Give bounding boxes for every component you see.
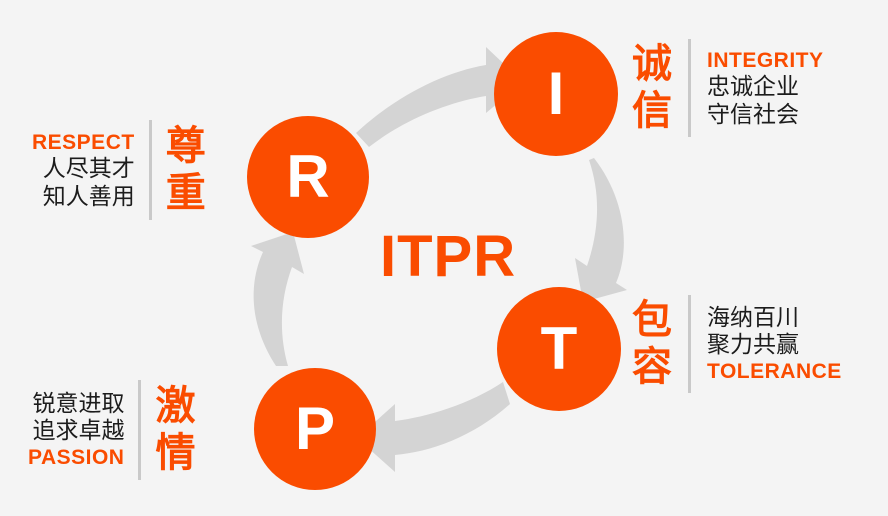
arrow-p-to-r-icon xyxy=(251,232,304,366)
divider-tolerance xyxy=(688,295,691,393)
node-circle-tolerance[interactable]: T xyxy=(497,287,621,411)
value-block-passion: 锐意进取 追求卓越 PASSION 激 情 xyxy=(28,378,195,482)
value-title-tolerance: 包 容 xyxy=(632,297,672,389)
value-block-integrity: 诚 信 INTEGRITY 忠诚企业 守信社会 xyxy=(632,36,824,140)
value-english-tolerance: TOLERANCE xyxy=(707,360,842,383)
arrow-t-to-p-icon xyxy=(357,382,510,472)
value-cn-line1-respect: 人尽其才 xyxy=(42,155,135,181)
arrow-i-to-t-icon xyxy=(575,158,627,302)
value-cn-line2-respect: 知人善用 xyxy=(42,182,135,209)
value-cn-line2-integrity: 守信社会 xyxy=(707,100,799,127)
divider-respect xyxy=(148,120,152,220)
value-detail-integrity: INTEGRITY 忠诚企业 守信社会 xyxy=(707,48,824,128)
value-block-respect: RESPECT 人尽其才 知人善用 尊 重 xyxy=(32,118,206,222)
value-detail-passion: 锐意进取 追求卓越 PASSION xyxy=(28,390,124,470)
value-cn-line1-integrity: 忠诚企业 xyxy=(707,73,799,99)
value-english-passion: PASSION xyxy=(28,446,125,469)
value-cn-line2-passion: 追求卓越 xyxy=(32,417,125,444)
node-letter-r: R xyxy=(286,143,330,210)
value-cn-line1-passion: 锐意进取 xyxy=(32,389,125,416)
divider-passion xyxy=(138,380,142,480)
value-cn-line1-tolerance: 海纳百川 xyxy=(707,303,799,330)
value-english-respect: RESPECT xyxy=(32,130,135,154)
value-block-tolerance: 包 容 海纳百川 聚力共赢 TOLERANCE xyxy=(632,292,842,396)
value-title-passion: 激 情 xyxy=(155,383,196,475)
node-letter-t: T xyxy=(540,315,578,382)
value-cn-line2-tolerance: 聚力共赢 xyxy=(707,331,799,358)
node-letter-p: P xyxy=(294,395,336,462)
node-circle-integrity[interactable]: I xyxy=(494,32,618,156)
value-detail-tolerance: 海纳百川 聚力共赢 TOLERANCE xyxy=(707,304,842,384)
value-title-integrity: 诚 信 xyxy=(632,41,672,133)
value-english-integrity: INTEGRITY xyxy=(707,48,824,72)
node-letter-i: I xyxy=(547,60,565,127)
arrow-r-to-i-icon xyxy=(356,47,523,147)
value-title-respect: 尊 重 xyxy=(165,123,206,215)
value-detail-respect: RESPECT 人尽其才 知人善用 xyxy=(32,130,135,210)
node-circle-respect[interactable]: R xyxy=(247,116,369,238)
divider-integrity xyxy=(688,39,691,137)
node-circle-passion[interactable]: P xyxy=(254,368,376,490)
center-acronym: ITPR xyxy=(380,224,517,289)
